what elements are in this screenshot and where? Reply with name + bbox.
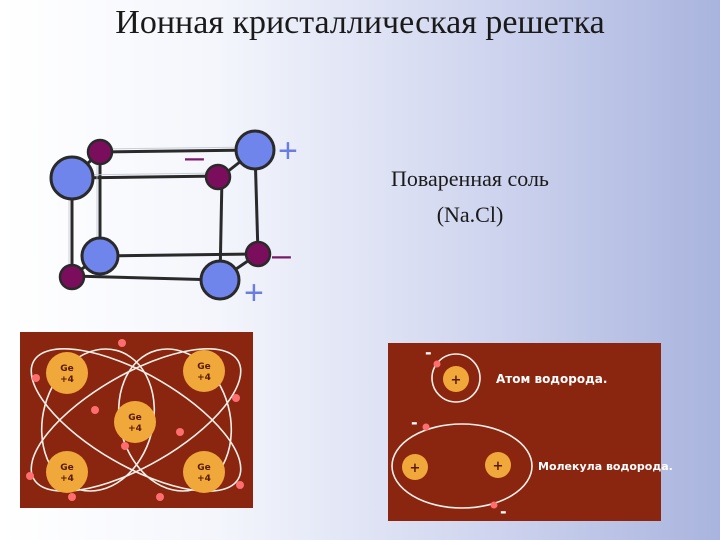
minus-sign: –	[272, 236, 291, 274]
ge-charge: +4	[128, 424, 142, 434]
caption-line-2: (Na.Cl)	[436, 202, 504, 227]
nucleus	[402, 454, 428, 480]
ge-label: Ge	[128, 413, 142, 423]
ge-charge: +4	[60, 375, 74, 385]
electron-minus: -	[425, 343, 432, 362]
ge-charge: +4	[60, 474, 74, 484]
slide-title: Ионная кристаллическая решетка	[115, 4, 605, 41]
atom-label: Атом водорода.	[496, 372, 607, 386]
anion-sphere	[86, 138, 114, 166]
cation-sphere	[234, 129, 276, 171]
minus-sign: –	[185, 138, 204, 176]
ge-charge: +4	[197, 474, 211, 484]
plus-sign: +	[278, 132, 298, 170]
nucleus-plus: +	[493, 459, 504, 474]
nucleus	[443, 366, 469, 392]
ge-label: Ge	[197, 463, 211, 473]
ge-label: Ge	[60, 463, 74, 473]
nucleus-plus: +	[451, 373, 462, 388]
electron	[490, 501, 498, 509]
electron	[422, 423, 430, 431]
electron-minus: -	[411, 413, 418, 432]
plus-sign: +	[244, 274, 264, 312]
edge-front-top	[71, 174, 223, 180]
caption-line-1: Поваренная соль	[391, 166, 549, 191]
hydrogen-panel-bg	[388, 343, 661, 521]
ge-label: Ge	[197, 362, 211, 372]
anion-sphere	[58, 263, 86, 291]
edge-back-top	[99, 148, 256, 154]
nucleus	[485, 452, 511, 478]
electron-minus: -	[500, 502, 507, 521]
edge-front-bottom	[71, 274, 221, 282]
cation-sphere	[80, 236, 120, 276]
anion-sphere	[244, 240, 272, 268]
ge-label: Ge	[60, 364, 74, 374]
electron	[433, 360, 441, 368]
anion-sphere	[204, 163, 232, 191]
germanium-panel: Ge +4 Ge +4 Ge +4 Ge +4 Ge +4	[20, 332, 253, 508]
atom-orbit	[431, 353, 481, 403]
molecule-label: Молекула водорода.	[538, 460, 673, 473]
molecule-orbit	[391, 423, 533, 509]
edge-back-bottom	[99, 252, 259, 258]
cation-sphere	[49, 155, 95, 201]
hydrogen-panel: + - Атом водорода. + + - - Молекула водо…	[388, 343, 673, 521]
ge-charge: +4	[197, 373, 211, 383]
cation-sphere	[199, 259, 241, 301]
nucleus-plus: +	[410, 461, 421, 476]
electron-group	[26, 339, 244, 501]
